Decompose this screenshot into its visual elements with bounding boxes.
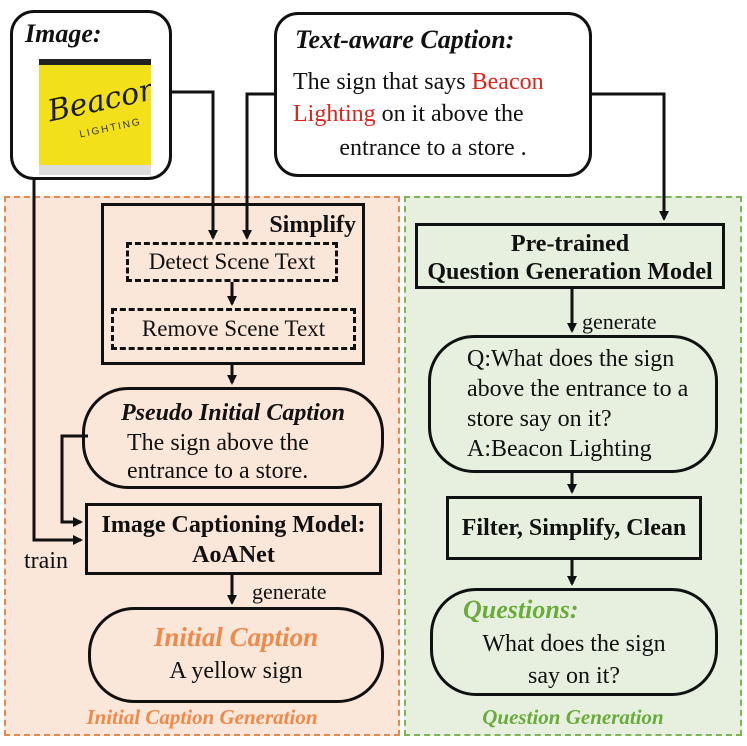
left-panel-title: Initial Caption Generation bbox=[86, 705, 318, 729]
train-label: train bbox=[24, 548, 68, 574]
arrow-image-to-detect bbox=[172, 90, 218, 240]
pseudo-caption-line-2: entrance to a store. bbox=[127, 458, 309, 484]
arrow-caption-to-qg bbox=[592, 92, 669, 221]
question-answer-box: Q:What does the sign above the entrance … bbox=[428, 335, 718, 473]
right-panel-title: Question Generation bbox=[482, 705, 664, 729]
qg-model-line-2: Question Generation Model bbox=[427, 259, 713, 285]
caption-label: Text-aware Caption: bbox=[295, 25, 515, 54]
simplify-box: Simplify bbox=[101, 203, 365, 365]
image-label: Image: bbox=[25, 19, 102, 48]
detect-scene-text-box: Detect Scene Text bbox=[126, 242, 338, 282]
image-captioning-model-box: Image Captioning Model: AoANet bbox=[85, 503, 382, 575]
remove-scene-text-box: Remove Scene Text bbox=[111, 308, 356, 350]
initial-caption-text: A yellow sign bbox=[169, 658, 303, 684]
arrow-caption-to-detect bbox=[242, 92, 274, 240]
questions-line-2: say on it? bbox=[528, 663, 620, 689]
generate-label-right: generate bbox=[582, 309, 657, 334]
pseudo-initial-caption-box: Pseudo Initial Caption The sign above th… bbox=[82, 387, 384, 489]
beacon-sign-image: Beacon LIGHTING bbox=[39, 59, 151, 175]
captioning-model-line-1: Image Captioning Model: bbox=[101, 512, 366, 538]
questions-box: Questions: What does the sign say on it? bbox=[430, 588, 718, 696]
question-generation-model-box: Pre-trained Question Generation Model bbox=[415, 223, 725, 289]
generate-label-left: generate bbox=[252, 579, 327, 604]
questions-title: Questions: bbox=[463, 595, 579, 624]
caption-line-2: Lighting on it above the bbox=[293, 99, 583, 129]
initial-caption-generation-panel bbox=[4, 196, 400, 736]
qa-line-1: Q:What does the sign bbox=[467, 346, 675, 372]
caption-text-before: The sign that says bbox=[293, 69, 472, 95]
caption-highlight-beacon: Beacon bbox=[471, 69, 544, 95]
pseudo-caption-title: Pseudo Initial Caption bbox=[120, 400, 346, 426]
caption-line-1: The sign that says Beacon bbox=[293, 67, 583, 97]
initial-caption-box: Initial Caption A yellow sign bbox=[88, 607, 384, 703]
qa-line-2: above the entrance to a bbox=[467, 376, 689, 402]
qa-line-4: A:Beacon Lighting bbox=[467, 436, 652, 462]
questions-line-1: What does the sign bbox=[482, 631, 666, 657]
text-aware-caption-box: Text-aware Caption: The sign that says B… bbox=[274, 12, 592, 177]
caption-line-3: entrance to a store . bbox=[339, 135, 527, 161]
caption-highlight-lighting: Lighting bbox=[293, 101, 376, 127]
simplify-label: Simplify bbox=[269, 212, 356, 238]
pseudo-caption-line-1: The sign above the bbox=[127, 430, 309, 456]
caption-text-after: on it above the bbox=[375, 101, 524, 127]
image-box: Image: Beacon LIGHTING bbox=[10, 10, 172, 180]
arrow-pseudo-to-model bbox=[60, 434, 88, 527]
initial-caption-title: Initial Caption bbox=[153, 622, 319, 652]
arrow-image-train-to-model bbox=[32, 180, 83, 545]
qg-model-line-1: Pre-trained bbox=[510, 231, 630, 257]
filter-simplify-clean-box: Filter, Simplify, Clean bbox=[446, 496, 702, 560]
qa-line-3: store say on it? bbox=[467, 406, 612, 432]
captioning-model-line-2: AoANet bbox=[192, 542, 275, 568]
